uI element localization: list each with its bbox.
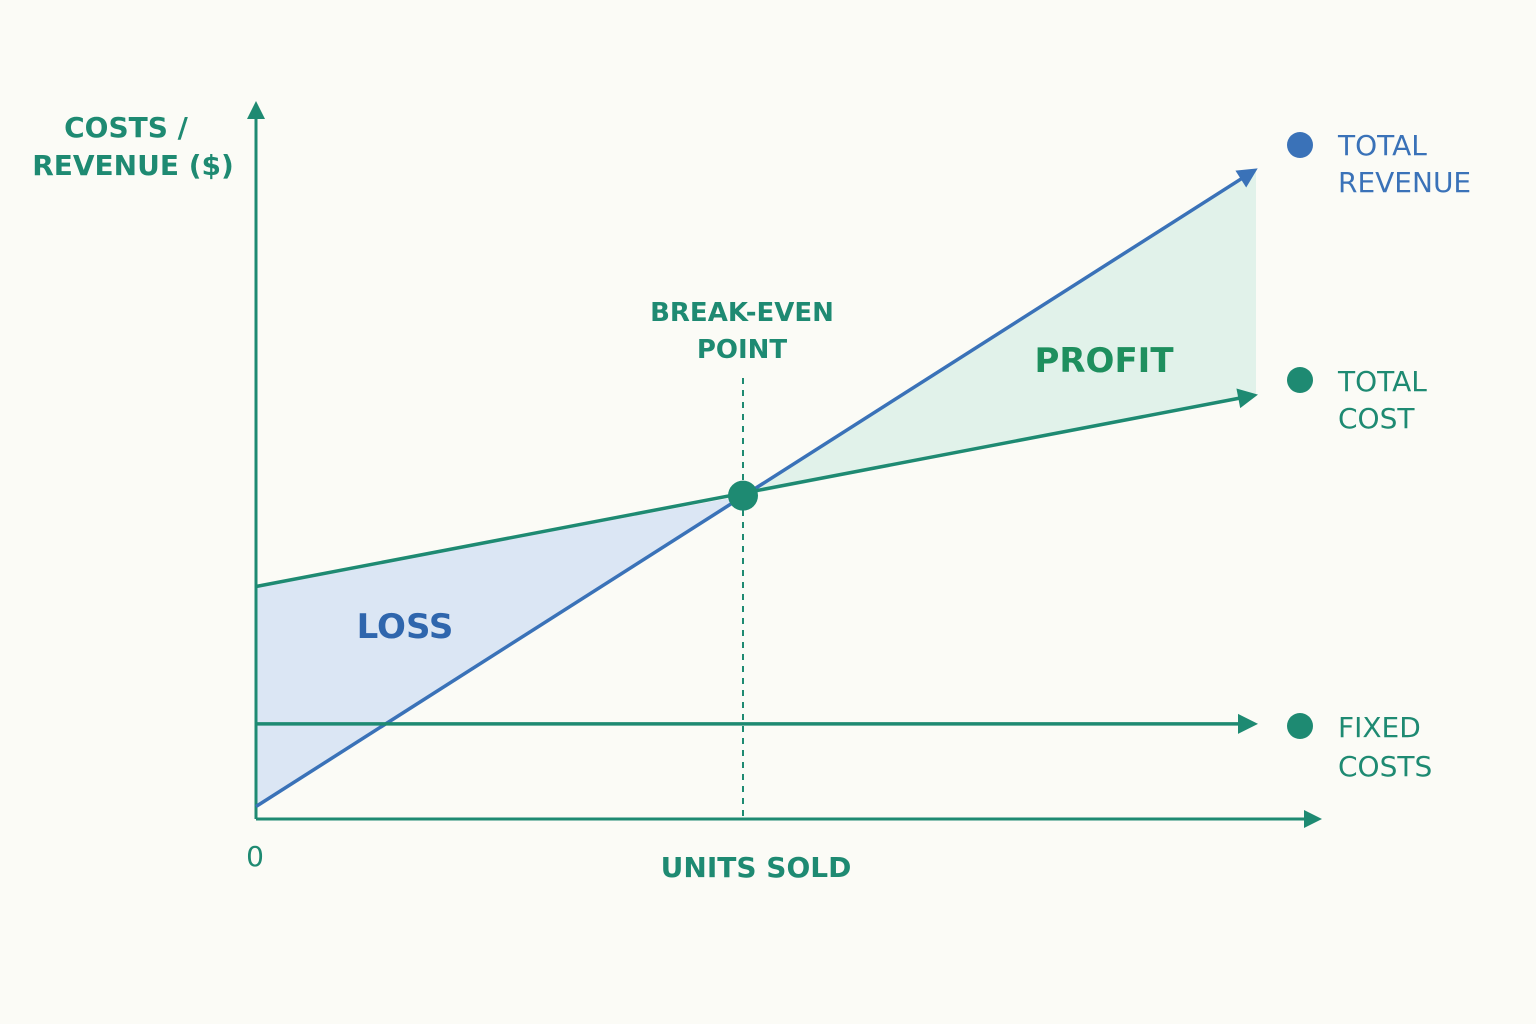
legend-label-1-line-1: TOTAL xyxy=(1337,365,1427,398)
break-even-label-line-2: POINT xyxy=(697,335,788,365)
profit-region xyxy=(743,169,1256,496)
legend-marker-2 xyxy=(1287,713,1313,739)
y-axis-arrow xyxy=(247,101,265,119)
break-even-point xyxy=(728,480,758,511)
origin-label: 0 xyxy=(246,840,264,873)
x-axis-label: UNITS SOLD xyxy=(661,851,852,884)
break-even-label-line-1: BREAK-EVEN xyxy=(650,298,834,328)
legend-label-2-line-2: COSTS xyxy=(1338,750,1432,783)
legend-marker-1 xyxy=(1287,367,1313,393)
x-axis-arrow xyxy=(1304,810,1322,828)
legend-label-0-line-2: REVENUE xyxy=(1338,166,1471,199)
y-axis-label-line-2: REVENUE ($) xyxy=(32,149,234,182)
loss-label: LOSS xyxy=(357,607,454,647)
y-axis-label-line-1: COSTS / xyxy=(64,111,189,144)
series-arrow-0 xyxy=(1235,168,1258,188)
profit-label: PROFIT xyxy=(1034,341,1174,381)
legend-marker-0 xyxy=(1287,132,1313,158)
legend-label-1-line-2: COST xyxy=(1338,402,1415,435)
series-arrow-2 xyxy=(1238,713,1258,734)
series-arrow-1 xyxy=(1236,388,1258,409)
legend-label-0-line-1: TOTAL xyxy=(1337,129,1427,162)
legend-label-2-line-1: FIXED xyxy=(1338,711,1421,744)
